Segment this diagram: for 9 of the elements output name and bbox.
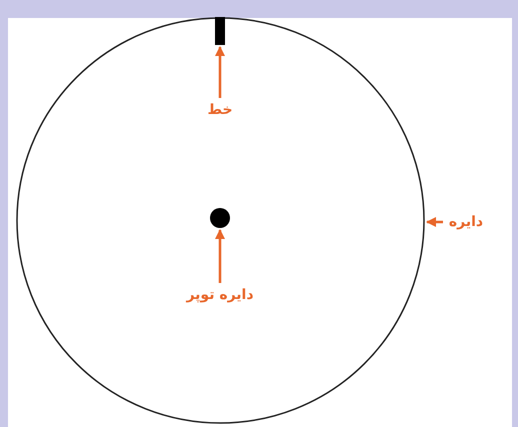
leader-arrow xyxy=(426,217,443,227)
label: دایره توپر xyxy=(170,285,270,305)
circle-outline xyxy=(16,17,425,424)
label: دایره xyxy=(446,212,486,232)
leader-arrow xyxy=(215,229,225,283)
line-mark xyxy=(215,17,225,45)
leader-arrow xyxy=(215,46,225,98)
filled-dot xyxy=(210,208,230,228)
label: خط xyxy=(195,100,245,120)
